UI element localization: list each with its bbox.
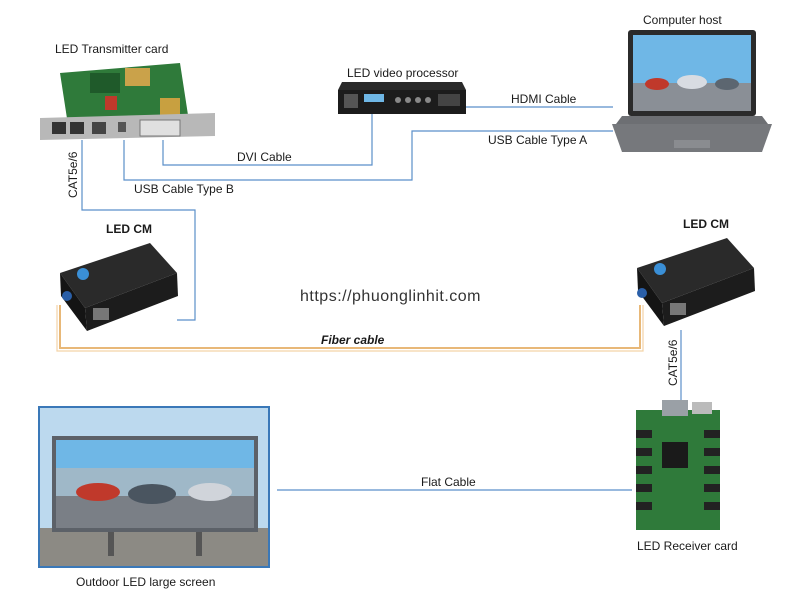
usb-b-cable-label: USB Cable Type B	[134, 182, 234, 196]
outdoor-screen-label: Outdoor LED large screen	[76, 575, 216, 589]
outdoor-screen-image	[38, 406, 270, 568]
led-cm-left-label: LED CM	[106, 222, 152, 236]
usb-b-cable-line	[123, 130, 613, 181]
cat-right-label: CAT5e/6	[666, 339, 680, 386]
transmitter-card-label: LED Transmitter card	[55, 42, 169, 56]
video-processor-image	[334, 82, 466, 114]
receiver-card-label: LED Receiver card	[637, 539, 738, 553]
transmitter-card-image	[30, 58, 220, 148]
receiver-card-image	[632, 400, 724, 532]
flat-cable-label: Flat Cable	[421, 475, 476, 489]
watermark-text: https://phuonglinhit.com	[300, 288, 481, 305]
led-cm-right-label: LED CM	[683, 217, 729, 231]
cat-left-label: CAT5e/6	[66, 151, 80, 198]
cat-left-cable-line	[81, 140, 196, 321]
led-cm-left-image	[55, 238, 180, 333]
computer-host-label: Computer host	[643, 13, 722, 27]
computer-host-image	[612, 28, 772, 156]
dvi-cable-line	[162, 112, 373, 166]
fiber-cable-label: Fiber cable	[321, 333, 385, 347]
video-processor-label: LED video processor	[347, 66, 459, 80]
led-cm-right-image	[632, 233, 757, 328]
hdmi-cable-label: HDMI Cable	[511, 92, 577, 106]
dvi-cable-label: DVI Cable	[237, 150, 292, 164]
usb-a-cable-label: USB Cable Type A	[488, 133, 588, 147]
fiber-cable-line	[59, 305, 641, 349]
